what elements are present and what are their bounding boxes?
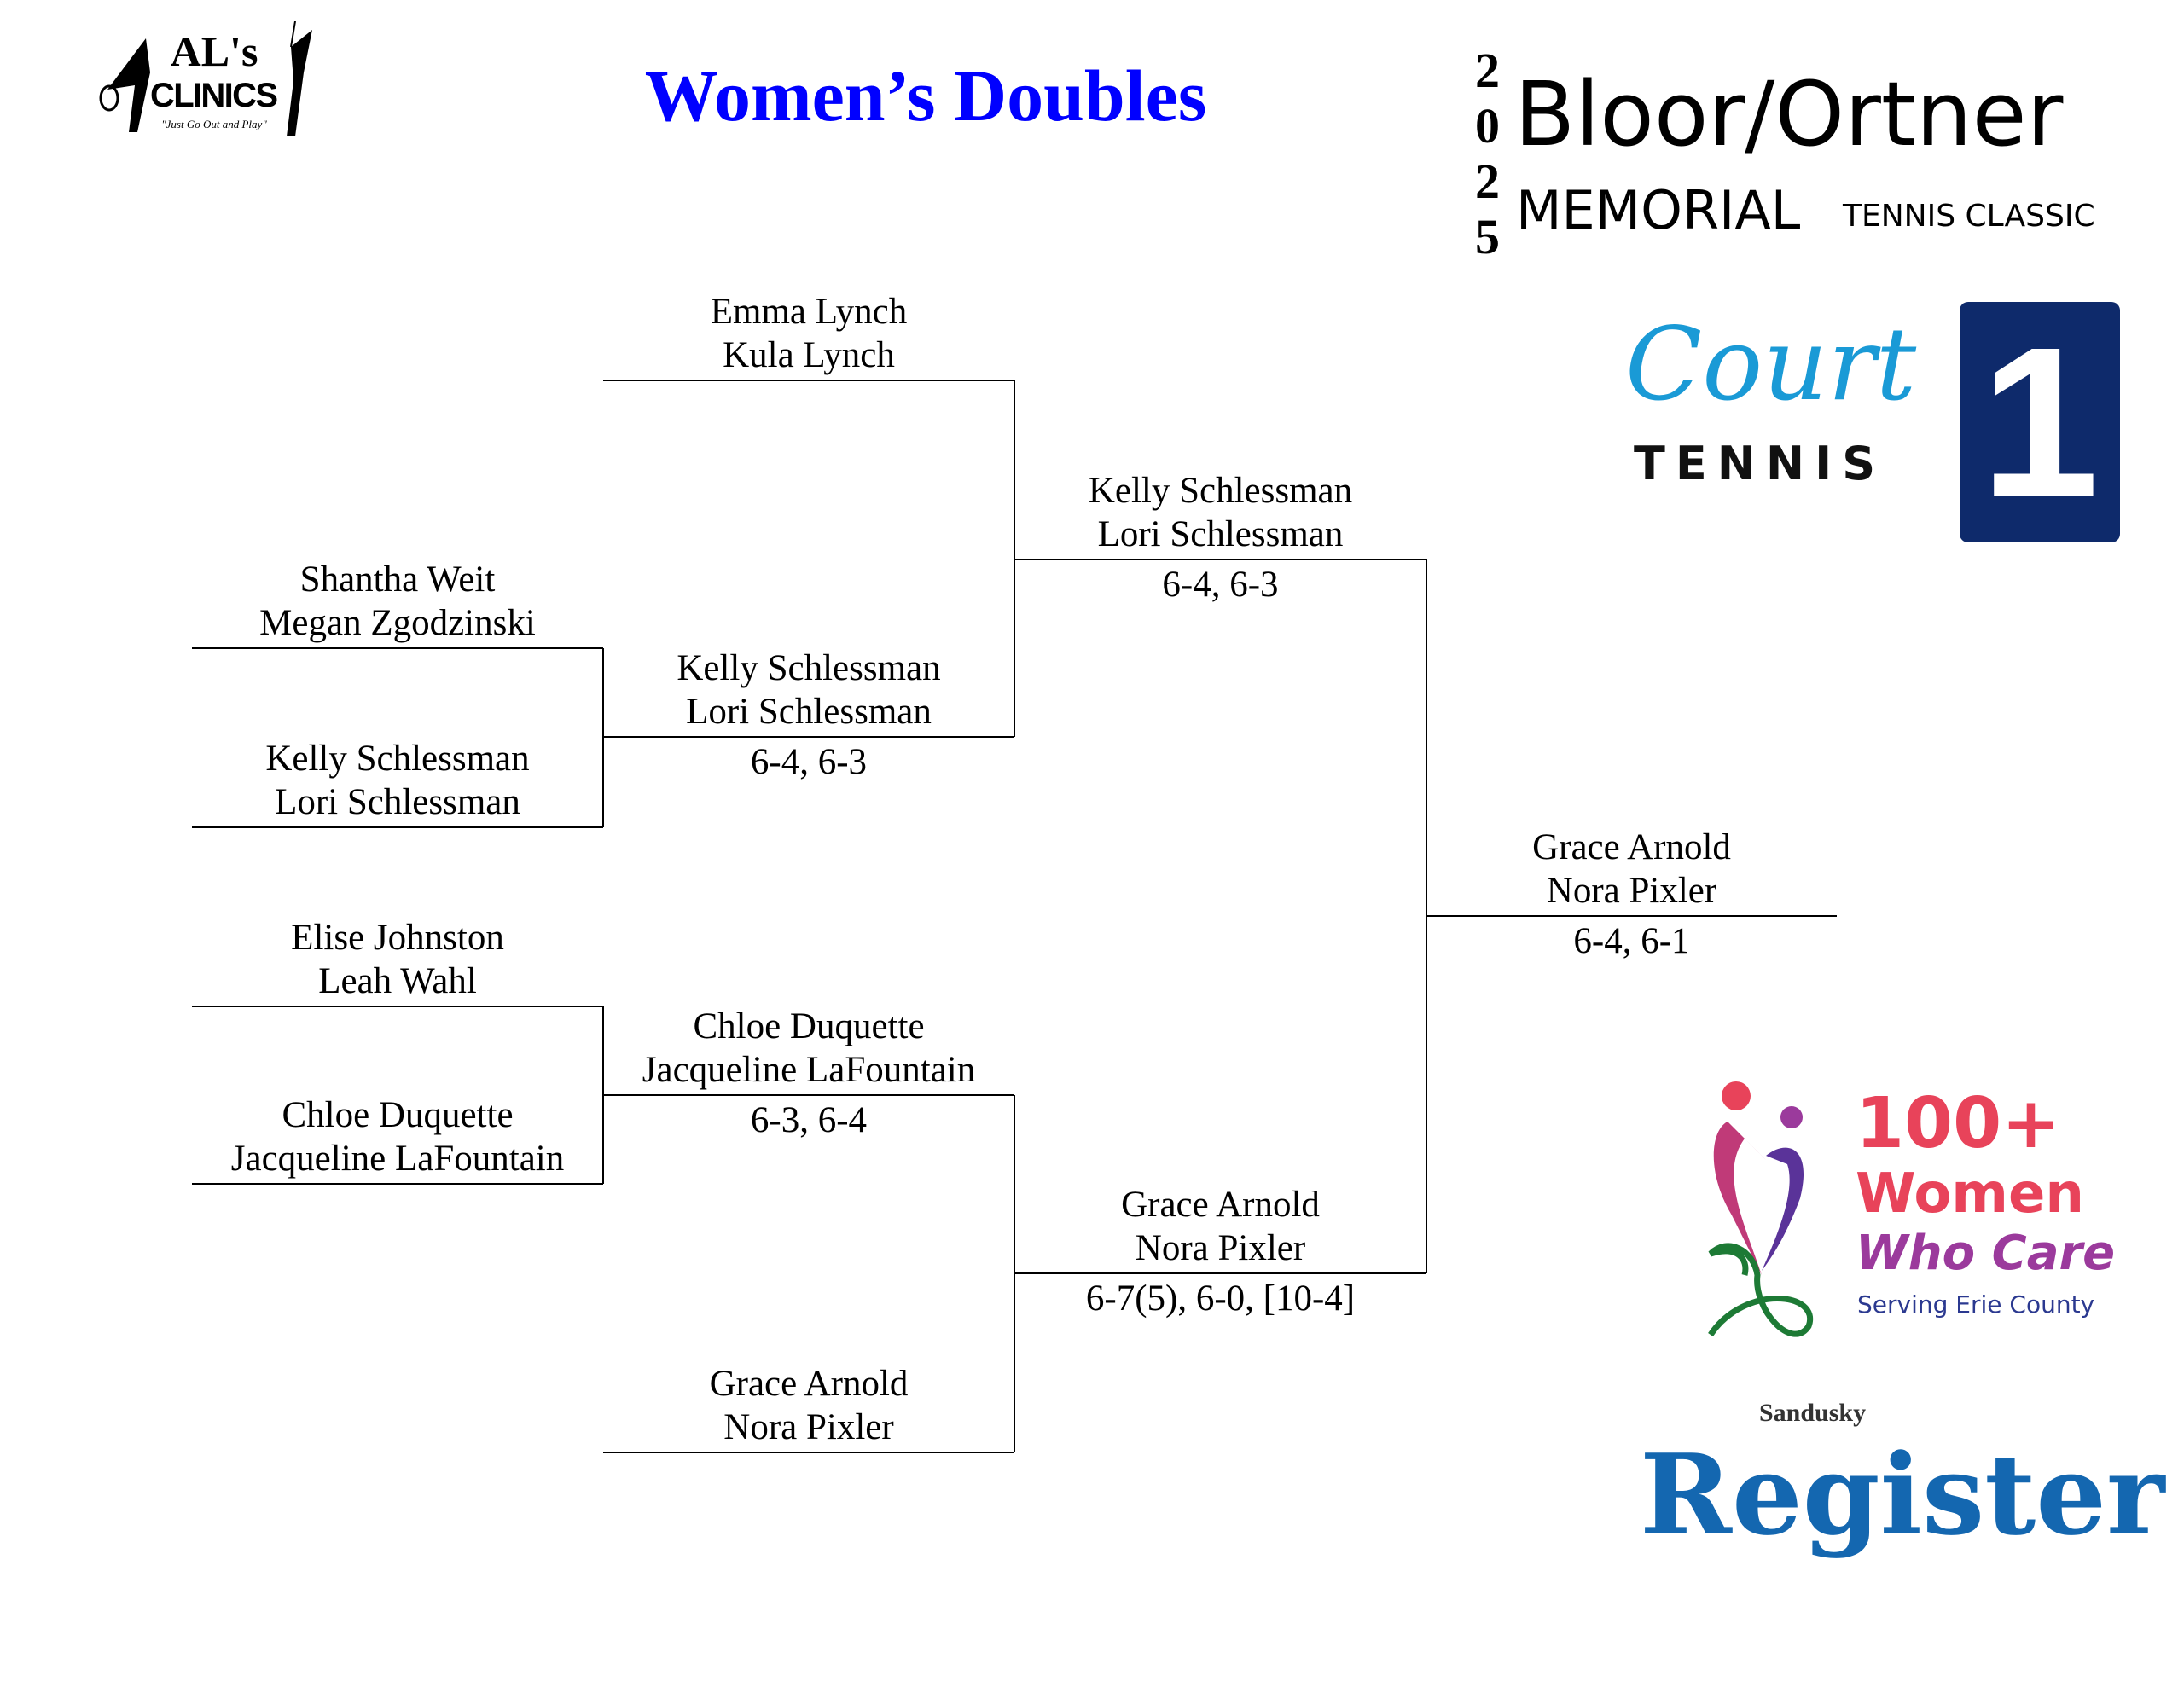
player-name: Jacqueline LaFountain: [642, 1050, 976, 1090]
tennis-classic-text: TENNIS CLASSIC: [1843, 199, 2095, 234]
bracket-line: [603, 380, 1014, 381]
court-number-plate: 1: [1960, 302, 2120, 542]
tennis-word: TENNIS: [1634, 437, 1886, 490]
als-clinics-logo: AL's CLINICS "Just Go Out and Play": [99, 20, 329, 141]
wwc-women: Women: [1856, 1162, 2084, 1226]
bracket-line: [603, 736, 1014, 738]
player-name: Chloe Duquette: [693, 1006, 925, 1046]
year-vertical: 2025: [1460, 43, 1515, 272]
player-name: Nora Pixler: [723, 1407, 894, 1447]
svg-text:AL's: AL's: [171, 27, 258, 75]
player-name: Kelly Schlessman: [1088, 471, 1353, 511]
player-name: Nora Pixler: [1135, 1228, 1306, 1268]
bracket-line: [603, 1452, 1014, 1453]
bracket-line: [1014, 559, 1426, 560]
player-name: Leah Wahl: [318, 961, 477, 1001]
register-wordmark: Register: [1640, 1429, 2165, 1560]
wwc-flower-icon: [1708, 1081, 1814, 1337]
player-name: Elise Johnston: [291, 918, 504, 958]
match-score: 6-4, 6-3: [1162, 565, 1279, 605]
svg-text:"Just Go Out and Play": "Just Go Out and Play": [161, 118, 267, 130]
player-name: Nora Pixler: [1546, 871, 1717, 911]
player-name: Lori Schlessman: [275, 782, 520, 822]
player-name: Lori Schlessman: [686, 692, 932, 732]
memorial-text: MEMORIAL: [1516, 179, 1801, 241]
bracket-line: [192, 647, 603, 649]
player-name: Emma Lynch: [710, 292, 908, 332]
bracket-line: [192, 826, 603, 828]
match-score: 6-4, 6-1: [1573, 921, 1690, 961]
register-sandusky: Sandusky: [1759, 1399, 1867, 1427]
bloor-ortner-name: Bloor/Ortner: [1514, 62, 2064, 166]
player-name: Megan Zgodzinski: [259, 603, 536, 643]
match-score: 6-3, 6-4: [750, 1100, 868, 1140]
court-script: Court: [1625, 305, 1917, 423]
player-name: Kelly Schlessman: [265, 739, 530, 779]
court1-tennis-logo: Court TENNIS 1: [1625, 300, 2120, 548]
wwc-serving: Serving Erie County: [1857, 1290, 2095, 1319]
player-name: Jacqueline LaFountain: [230, 1139, 565, 1179]
player-name: Shantha Weit: [299, 559, 496, 600]
bracket-connector: [602, 648, 604, 827]
wwc-100-plus: 100+: [1856, 1083, 2060, 1164]
page-title: Women’s Doubles: [644, 55, 1207, 136]
player-name: Lori Schlessman: [1097, 514, 1344, 554]
bracket-line: [1426, 915, 1837, 917]
year-text: 2025: [1460, 43, 1515, 264]
bracket-line: [192, 1006, 603, 1007]
bracket-line: [603, 1094, 1014, 1096]
bracket-line: [192, 1183, 603, 1185]
wwc-who-care: Who Care: [1856, 1226, 2116, 1281]
bracket-line: [1014, 1272, 1426, 1274]
player-name: Grace Arnold: [1532, 827, 1731, 867]
match-score: 6-4, 6-3: [750, 742, 868, 782]
match-score: 6-7(5), 6-0, [10-4]: [1085, 1278, 1356, 1319]
women-who-care-logo: 100+ Women Who Care Serving Erie County: [1693, 1079, 2115, 1352]
player-name: Grace Arnold: [709, 1364, 909, 1404]
svg-text:CLINICS: CLINICS: [150, 77, 278, 114]
player-name: Kelly Schlessman: [677, 648, 941, 688]
sandusky-register-logo: Sandusky Register: [1640, 1399, 2164, 1569]
player-name: Kula Lynch: [723, 335, 895, 375]
court-number: 1: [1980, 303, 2100, 541]
player-name: Chloe Duquette: [282, 1095, 514, 1135]
player-name: Grace Arnold: [1121, 1185, 1320, 1225]
bloor-ortner-logo: 2025 Bloor/Ortner MEMORIAL TENNIS CLASSI…: [1460, 34, 2099, 264]
